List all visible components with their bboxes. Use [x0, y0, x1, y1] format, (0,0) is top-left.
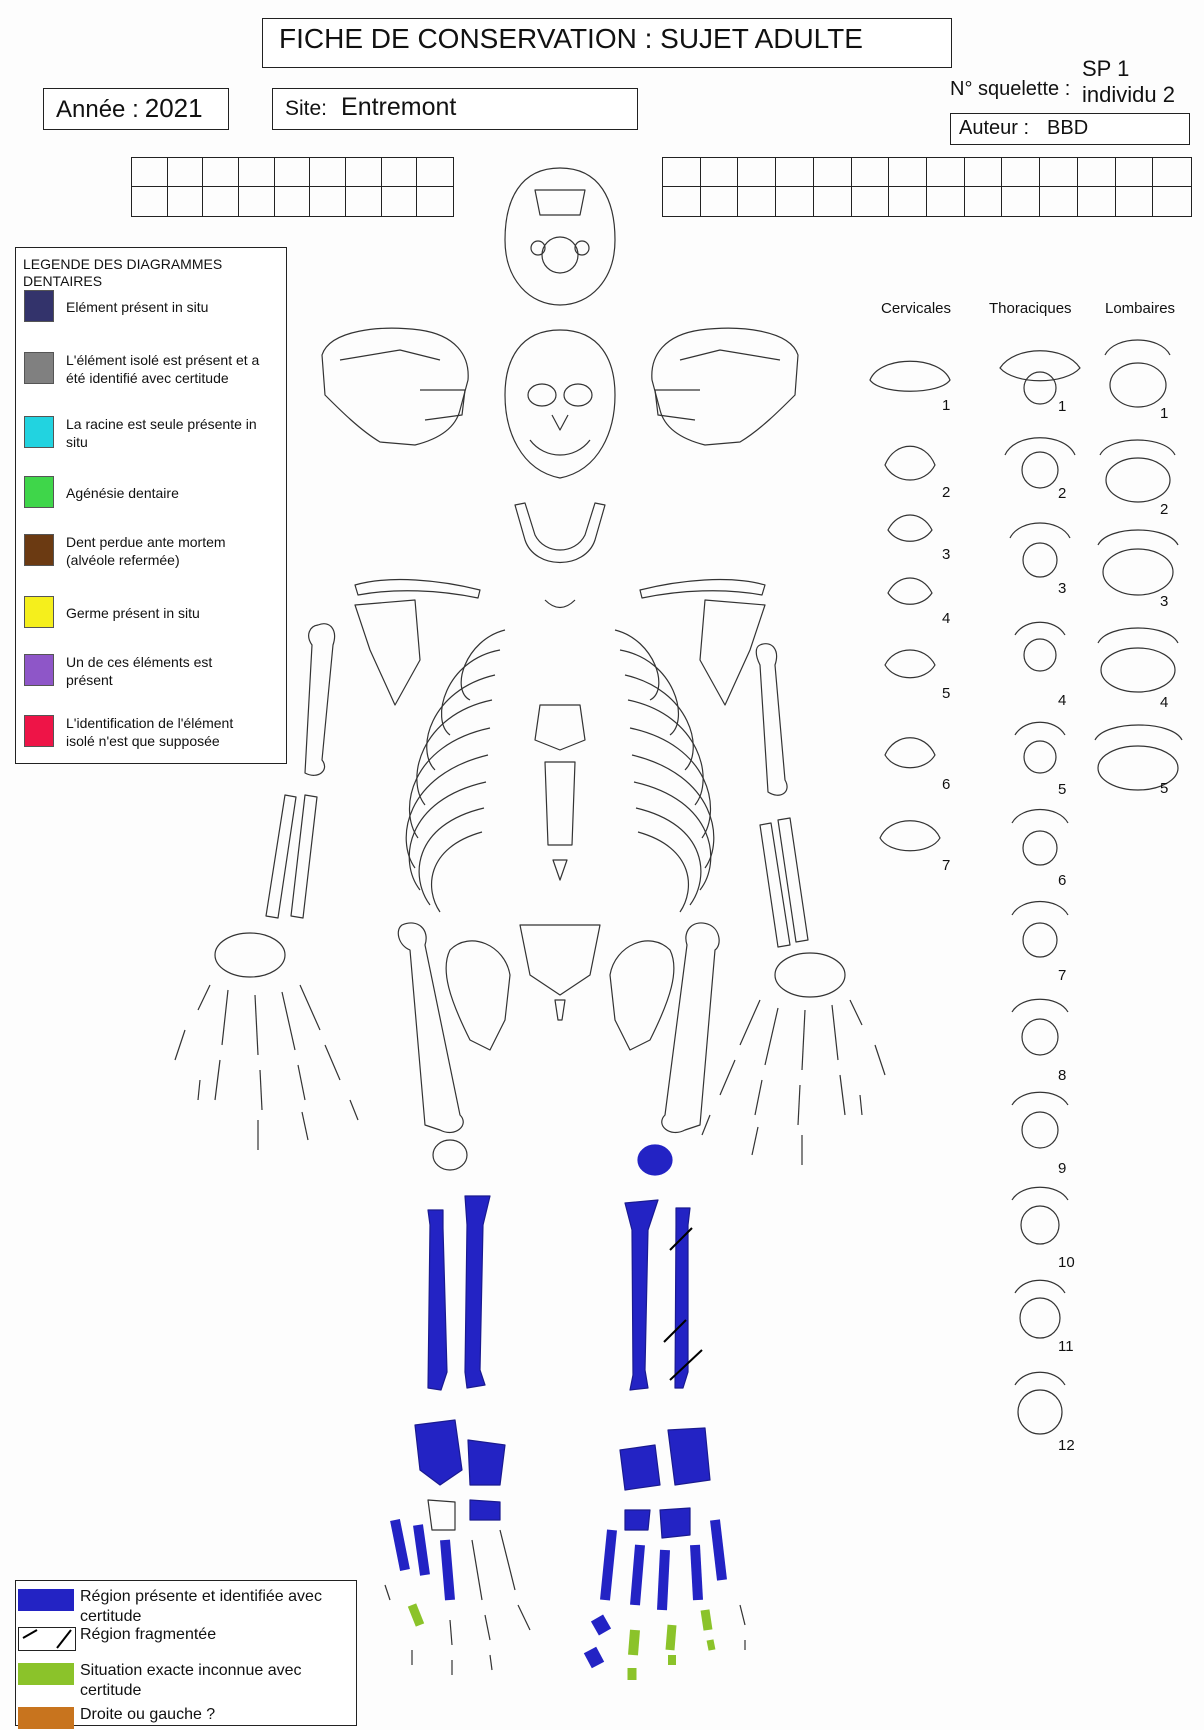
foot-left: [385, 1420, 530, 1675]
lombaires-number: 4: [1160, 694, 1168, 711]
hand-left: [175, 933, 358, 1150]
thoraciques-number: 6: [1058, 872, 1066, 889]
coccyx: [555, 1000, 565, 1020]
legend-text: Région fragmentée: [80, 1625, 216, 1645]
cervicales-number: 5: [942, 685, 950, 702]
ulna-right: [778, 818, 808, 942]
cervicales-number: 3: [942, 546, 950, 563]
thoraciques-number: 1: [1058, 398, 1066, 415]
legend-text-line2: certitude: [80, 1607, 322, 1627]
legend-swatch: [18, 1589, 74, 1611]
femur-right: [662, 923, 719, 1133]
legend-text-line1: Situation exacte inconnue avec: [80, 1661, 301, 1681]
thoraciques-number: 10: [1058, 1254, 1075, 1271]
skull-inferior-view: [505, 168, 615, 305]
ribs-left: [406, 630, 505, 912]
sternum-body: [545, 762, 575, 845]
legend-swatch: [18, 1663, 74, 1685]
vertebrae-cervicales: [870, 361, 950, 851]
hatch-icon: [19, 1628, 75, 1650]
vertebrae-lombaires: [1095, 340, 1182, 790]
femur-left: [398, 923, 463, 1133]
cervicales-label: Cervicales: [881, 300, 951, 317]
thoraciques-number: 3: [1058, 580, 1066, 597]
skull-lateral-left: [322, 328, 468, 445]
os-coxae-right: [610, 941, 674, 1050]
cervicales-number: 2: [942, 484, 950, 501]
clavicle-right: [640, 580, 765, 598]
thoraciques-number: 8: [1058, 1067, 1066, 1084]
thoraciques-number: 2: [1058, 485, 1066, 502]
radius-right: [760, 823, 790, 947]
fibula-left: [428, 1210, 447, 1390]
vertebrae-thoraciques: [1000, 351, 1080, 1434]
mandible: [515, 503, 605, 563]
lombaires-number: 5: [1160, 780, 1168, 797]
clavicle-left: [355, 580, 480, 598]
thoraciques-number: 12: [1058, 1437, 1075, 1454]
legend-text: Droite ou gauche ?: [80, 1705, 215, 1725]
scapula-left: [355, 600, 420, 705]
thoraciques-number: 7: [1058, 967, 1066, 984]
leg-bones-present: [428, 1196, 690, 1390]
humerus-right: [756, 644, 787, 796]
tibia-right: [625, 1200, 658, 1390]
skull-lateral-right: [652, 328, 798, 445]
sacrum: [520, 925, 600, 995]
thoraciques-number: 4: [1058, 692, 1066, 709]
manubrium: [535, 705, 585, 750]
patella-left: [433, 1140, 467, 1170]
lombaires-number: 2: [1160, 501, 1168, 518]
radius-left: [266, 795, 296, 918]
hand-right: [702, 953, 885, 1165]
thoraciques-label: Thoraciques: [989, 300, 1072, 317]
humerus-left: [305, 624, 335, 776]
fibula-right: [675, 1208, 690, 1388]
legend-swatch: [18, 1627, 76, 1651]
lombaires-number: 1: [1160, 405, 1168, 422]
hyoid: [545, 600, 575, 608]
ribs-right: [615, 630, 714, 912]
legend-text-line1: Région fragmentée: [80, 1625, 216, 1645]
legend-swatch: [18, 1707, 74, 1729]
thoraciques-number: 9: [1058, 1160, 1066, 1177]
legend-text-line1: Région présente et identifiée avec: [80, 1587, 322, 1607]
foot-right: [590, 1428, 745, 1680]
ulna-left: [291, 795, 317, 918]
cervicales-number: 7: [942, 857, 950, 874]
xiphoid: [553, 860, 567, 880]
skull-frontal: [505, 330, 615, 478]
lombaires-number: 3: [1160, 593, 1168, 610]
tibia-left: [465, 1196, 490, 1388]
scapula-right: [700, 600, 765, 705]
os-coxae-left: [446, 941, 510, 1050]
cervicales-number: 1: [942, 397, 950, 414]
cervicales-number: 4: [942, 610, 950, 627]
thoraciques-number: 11: [1058, 1338, 1074, 1355]
legend-text-line2: certitude: [80, 1681, 301, 1701]
legend-text-line1: Droite ou gauche ?: [80, 1705, 215, 1725]
cervicales-number: 6: [942, 776, 950, 793]
lombaires-label: Lombaires: [1105, 300, 1175, 317]
thoraciques-number: 5: [1058, 781, 1066, 798]
patella-right: [638, 1145, 672, 1175]
